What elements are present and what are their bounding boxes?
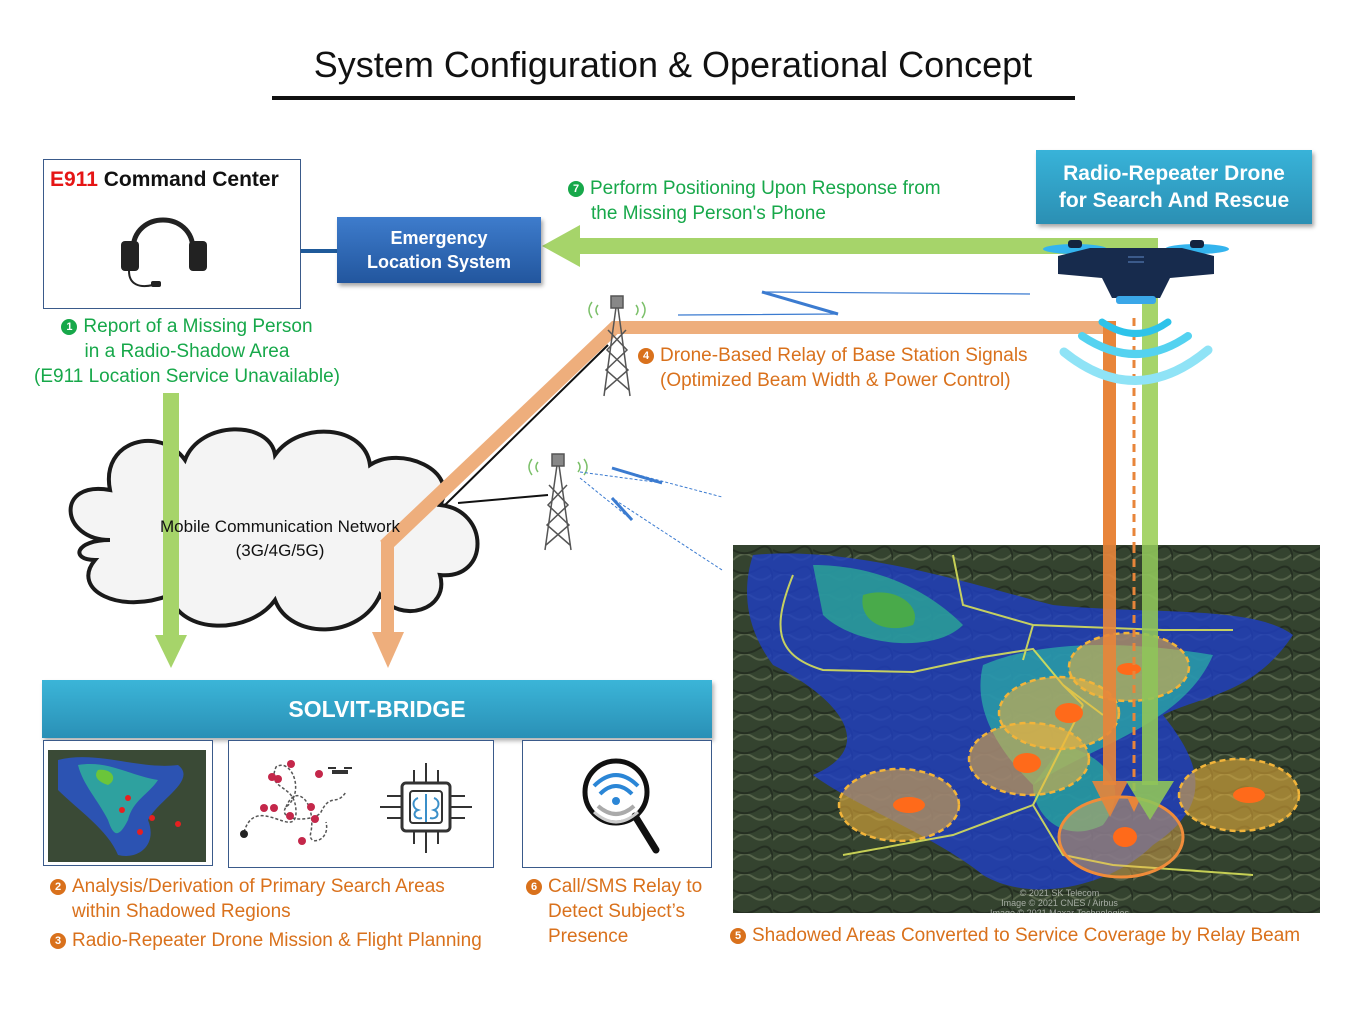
ai-chip-icon	[380, 763, 472, 853]
step-1-line-1: Report of a Missing Person	[83, 316, 313, 337]
coverage-map-thumbnail	[48, 750, 206, 862]
green-arrow-to-solvit	[155, 393, 187, 668]
step-6-line-1: Call/SMS Relay to	[548, 876, 703, 897]
solvit-bridge-header: SOLVIT-BRIDGE	[42, 680, 712, 738]
e911-label: E911	[50, 168, 98, 191]
step-3-line-1: Radio-Repeater Drone Mission & Flight Pl…	[72, 930, 482, 951]
step-number-badge: 1	[61, 319, 78, 335]
map-credit-line-1: © 2021 SK Telecom	[1019, 888, 1100, 898]
network-line-2: (3G/4G/5G)	[235, 541, 325, 560]
step-6-line-2: Detect Subject’s	[548, 901, 685, 922]
command-center-box	[43, 159, 301, 309]
magnifier-signal-icon	[582, 758, 660, 854]
map-credits: © 2021 SK Telecom Image © 2021 CNES / Ai…	[990, 888, 1129, 918]
cell-tower-icon-1	[588, 295, 646, 397]
step-number-badge: 4	[638, 348, 654, 364]
drone-icon	[1043, 240, 1229, 304]
small-drone-icon	[328, 767, 352, 774]
step-1-line-2: in a Radio-Shadow Area	[84, 341, 290, 362]
step-2-caption: 2 Analysis/Derivation of Primary Search A…	[50, 874, 445, 924]
beam-arcs-icon	[1059, 318, 1213, 385]
step-2-line-1: Analysis/Derivation of Primary Search Ar…	[72, 876, 445, 897]
step-5-line-1: Shadowed Areas Converted to Service Cove…	[752, 925, 1301, 946]
title-underline	[272, 96, 1075, 100]
step-4-line-1: Drone-Based Relay of Base Station Signal…	[660, 345, 1028, 366]
els-line-2: Location System	[366, 252, 512, 272]
step-7-line-1: Perform Positioning Upon Response from	[590, 178, 941, 199]
step-4-caption: 4 Drone-Based Relay of Base Station Signa…	[638, 343, 1028, 393]
drone-title-line-2: for Search And Rescue	[1058, 189, 1290, 212]
cell-tower-icon-2	[528, 453, 588, 551]
command-center-title: E911 Command Center	[50, 168, 279, 192]
command-center-label: Command Center	[97, 168, 279, 191]
map-credit-line-2: Image © 2021 CNES / Airbus	[1001, 898, 1118, 908]
step-1-line-3: (E911 Location Service Unavailable)	[34, 366, 340, 387]
page-title: System Configuration & Operational Conce…	[313, 44, 1033, 85]
beam-arrows-over-map	[1092, 545, 1174, 820]
radio-link-lines	[579, 290, 1031, 571]
step-number-badge: 6	[526, 879, 542, 895]
coverage-map	[733, 545, 1320, 913]
map-credit-line-3: Image © 2021 Maxar Technologies	[990, 908, 1130, 918]
step-7-line-2: the Missing Person's Phone	[591, 203, 826, 224]
step-number-badge: 5	[730, 928, 746, 944]
network-line-1: Mobile Communication Network	[160, 517, 400, 536]
headset-icon	[121, 217, 207, 288]
step-4-line-2: (Optimized Beam Width & Power Control)	[660, 370, 1011, 391]
mobile-network-label: Mobile Communication Network (3G/4G/5G)	[100, 515, 460, 563]
drone-title-line-1: Radio-Repeater Drone	[1063, 162, 1285, 185]
els-line-1: Emergency	[390, 228, 488, 248]
drone-title-box: Radio-Repeater Drone for Search And Resc…	[1036, 150, 1312, 224]
step-1-caption: 1 Report of a Missing Person in a Radio-S…	[22, 314, 352, 389]
step-6-line-3: Presence	[548, 926, 629, 947]
emergency-location-system-box: Emergency Location System	[337, 217, 541, 283]
step-number-badge: 7	[568, 181, 584, 197]
step-5-caption: 5 Shadowed Areas Converted to Service Cov…	[730, 923, 1300, 948]
step-6-caption: 6 Call/SMS Relay to Detect Subject’s Pres…	[526, 874, 702, 949]
step-3-caption: 3 Radio-Repeater Drone Mission & Flight P…	[50, 928, 482, 953]
step-2-line-2: within Shadowed Regions	[72, 901, 291, 922]
flight-path-icon	[240, 760, 352, 845]
step-number-badge: 2	[50, 879, 66, 895]
step-number-badge: 3	[50, 933, 66, 949]
